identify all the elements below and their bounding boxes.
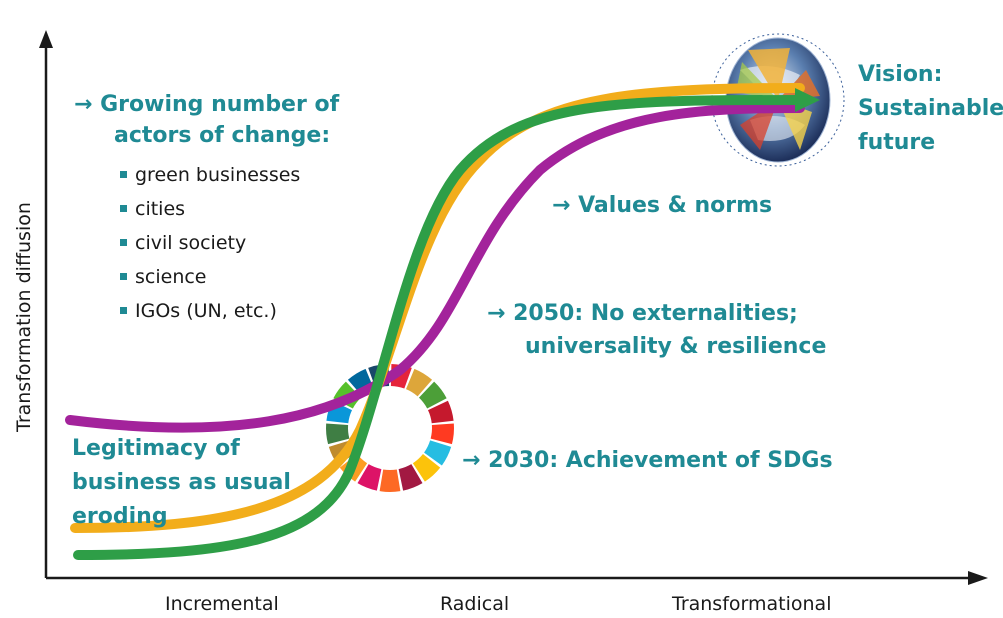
milestone-values-norms: → Values & norms	[552, 193, 773, 218]
sdg-wheel-segment	[427, 400, 454, 424]
x-axis-arrow-icon	[968, 571, 988, 585]
sdg-wheel-icon	[326, 364, 454, 492]
curve-yellow	[70, 83, 805, 533]
milestone-2050-line2: universality & resilience	[525, 334, 827, 359]
arrow-right-icon: →	[487, 301, 506, 326]
arrow-right-icon: →	[462, 448, 481, 473]
sdg-wheel-segment	[326, 423, 350, 445]
curve-green	[73, 95, 805, 560]
milestone-2050: → 2050: No externalities;	[487, 301, 798, 326]
milestone-2030: → 2030: Achievement of SDGs	[462, 448, 833, 473]
sdg-wheel-segment	[398, 464, 423, 491]
legitimacy-label: Legitimacy of business as usual eroding	[72, 436, 291, 529]
vision-label: Vision: Sustainable future	[858, 62, 1003, 155]
list-item: civil society	[120, 226, 300, 260]
y-axis-label: Transformation diffusion	[13, 202, 35, 432]
list-item: cities	[120, 192, 300, 226]
x-label-radical: Radical	[440, 593, 510, 615]
sdg-wheel-segment	[412, 454, 441, 482]
actors-list: green businesses cities civil society sc…	[120, 158, 300, 328]
x-label-transformational: Transformational	[672, 593, 832, 615]
y-axis-arrow-icon	[39, 30, 53, 48]
list-item: IGOs (UN, etc.)	[120, 294, 300, 328]
sdg-wheel-segment	[406, 368, 433, 397]
sdg-wheel-segment	[430, 423, 454, 445]
sdg-wheel-segment	[379, 469, 401, 492]
curve-green-arrowhead-icon	[795, 88, 820, 112]
arrow-right-icon: →	[74, 92, 93, 117]
x-label-incremental: Incremental	[165, 593, 279, 615]
arrow-right-icon: →	[552, 193, 571, 218]
curve-magenta	[65, 103, 805, 433]
list-item: science	[120, 260, 300, 294]
actors-heading: → Growing number of	[74, 89, 339, 120]
sdg-wheel-segment	[424, 440, 452, 466]
list-item: green businesses	[120, 158, 300, 192]
actors-heading-line1: Growing number of	[100, 92, 340, 117]
actors-heading-line2: actors of change:	[114, 123, 331, 148]
sdg-wheel-segment	[418, 381, 447, 409]
sdg-wheel-segment	[357, 464, 382, 491]
